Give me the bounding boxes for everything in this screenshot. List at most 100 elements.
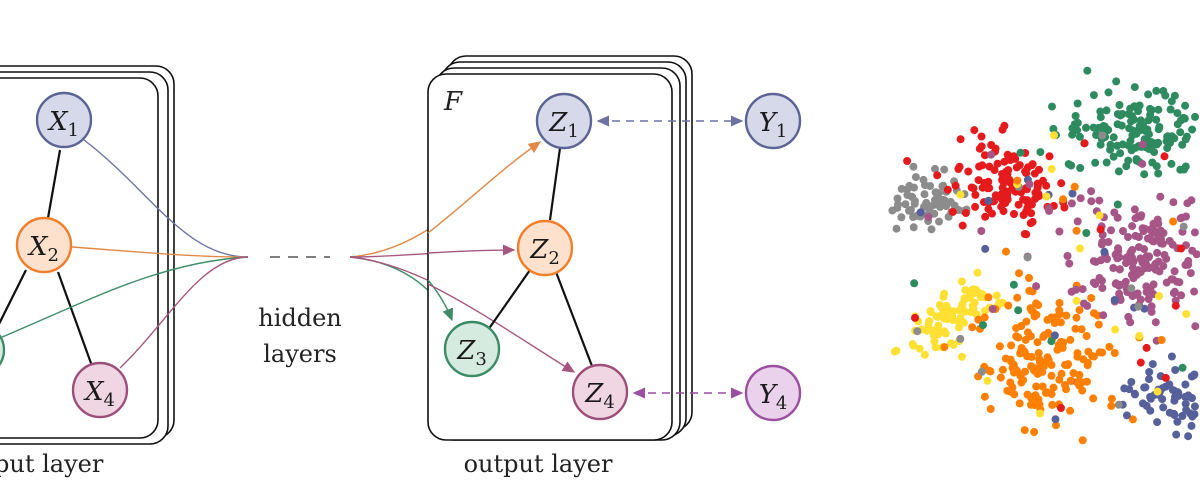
embedding-point-purple [1186, 269, 1195, 278]
embedding-point-yellow [949, 340, 958, 349]
embedding-point-orange [1034, 349, 1043, 358]
y4-sub: 4 [776, 393, 787, 414]
x3-node-partial [0, 334, 6, 366]
embedding-point-gray [931, 164, 939, 173]
embedding-point-yellow [1076, 244, 1084, 253]
embedding-point-red [1177, 244, 1186, 253]
embedding-point-orange [1013, 366, 1021, 375]
embedding-point-red [1022, 169, 1031, 178]
embedding-point-gray [934, 189, 943, 198]
embedding-point-green [1104, 88, 1113, 97]
embedding-point-green [1049, 124, 1058, 133]
embedding-point-green [1100, 122, 1109, 131]
edge-z2-z4 [554, 271, 594, 367]
embedding-point-purple [1098, 237, 1107, 246]
embedding-point-green [1075, 132, 1084, 141]
embedding-point-orange [1034, 301, 1043, 310]
embedding-point-yellow [957, 277, 966, 286]
embedding-point-red [1010, 210, 1018, 218]
embedding-point-purple [1175, 278, 1184, 287]
embedding-point-purple [1083, 301, 1092, 310]
embedding-point-purple [1078, 285, 1087, 294]
embedding-point-gray [932, 198, 941, 207]
embedding-point-purple [1170, 267, 1179, 276]
embedding-point-orange [1025, 274, 1033, 282]
embedding-point-red [958, 221, 967, 230]
embedding-point-purple [1126, 318, 1135, 327]
embedding-point-purple [1169, 198, 1178, 207]
input-panel-front [0, 77, 159, 439]
embedding-point-orange [1062, 311, 1071, 320]
z3-sub: 3 [475, 349, 486, 370]
embedding-point-orange [1053, 345, 1062, 354]
embedding-point-gray [910, 183, 918, 192]
embedding-point-green [1073, 118, 1082, 127]
embedding-point-purple [1107, 226, 1115, 235]
embedding-point-purple [1190, 287, 1199, 296]
embedding-point-green [1173, 120, 1182, 129]
x4-sub: 4 [104, 390, 115, 411]
z4-letter: Z [584, 379, 604, 409]
embedding-point-purple [1159, 262, 1168, 270]
embedding-point-green [1166, 138, 1174, 147]
embedding-point-orange [1087, 294, 1096, 302]
embedding-point-purple [1162, 254, 1171, 263]
embedding-point-green [1089, 123, 1098, 132]
y1-sub: 1 [776, 121, 787, 142]
embedding-point-purple [1154, 219, 1163, 228]
embedding-point-red [964, 167, 973, 176]
embedding-point-purple [1095, 196, 1104, 205]
embedding-point-red [988, 209, 996, 218]
embedding-point-gray [909, 162, 918, 171]
output-layer-caption: output layer [464, 450, 613, 478]
embedding-point-gray [1098, 131, 1107, 140]
embedding-point-orange [1075, 370, 1084, 379]
embedding-point-red [978, 161, 987, 170]
embedding-point-purple [1065, 259, 1074, 268]
embedding-point-yellow [966, 291, 975, 300]
embedding-point-purple [1122, 259, 1130, 268]
embedding-point-gray [940, 165, 949, 174]
embedding-point-purple [1103, 255, 1112, 264]
embedding-point-blue [1140, 304, 1149, 313]
embedding-point-green [1167, 159, 1176, 168]
embedding-point-purple [1177, 213, 1186, 222]
embedding-point-green [1181, 101, 1190, 110]
embedding-point-gray [909, 223, 918, 232]
embedding-point-gray [893, 203, 902, 212]
embedding-point-green [1076, 164, 1085, 172]
embedding-point-yellow [1072, 296, 1081, 305]
embedding-point-purple [1138, 140, 1147, 149]
embedding-point-orange [1004, 301, 1013, 310]
embedding-point-green [1173, 109, 1182, 118]
embedding-point-blue [1184, 432, 1193, 441]
embedding-point-yellow [931, 343, 940, 352]
embedding-point-green [1102, 158, 1111, 167]
embedding-point-blue [1145, 375, 1153, 384]
embedding-point-orange [1128, 415, 1137, 424]
embedding-point-gray [1134, 302, 1143, 311]
embedding-point-blue [1138, 399, 1147, 408]
embedding-point-orange [1077, 325, 1086, 334]
embedding-point-blue [1167, 352, 1176, 361]
edge-hidden-z3-inner [427, 279, 454, 322]
embedding-point-red [951, 181, 960, 190]
embedding-point-orange [1026, 304, 1035, 313]
embedding-point-purple [1067, 199, 1076, 208]
embedding-point-purple [1076, 194, 1085, 203]
embedding-point-red [993, 159, 1002, 168]
embedding-point-yellow [1042, 192, 1051, 201]
x1-sub: 1 [68, 120, 79, 141]
embedding-point-blue [1122, 411, 1131, 420]
embedding-point-orange [1014, 333, 1023, 342]
embedding-point-yellow [1135, 331, 1144, 340]
embedding-point-purple [1140, 245, 1149, 254]
svg-text:Z2: Z2 [529, 235, 560, 269]
embedding-point-purple [1143, 234, 1152, 243]
embedding-point-orange [1075, 306, 1084, 315]
embedding-point-green [1126, 104, 1135, 113]
embedding-point-green [1191, 112, 1199, 121]
embedding-point-purple [1121, 277, 1130, 286]
embedding-point-gray [926, 182, 935, 190]
